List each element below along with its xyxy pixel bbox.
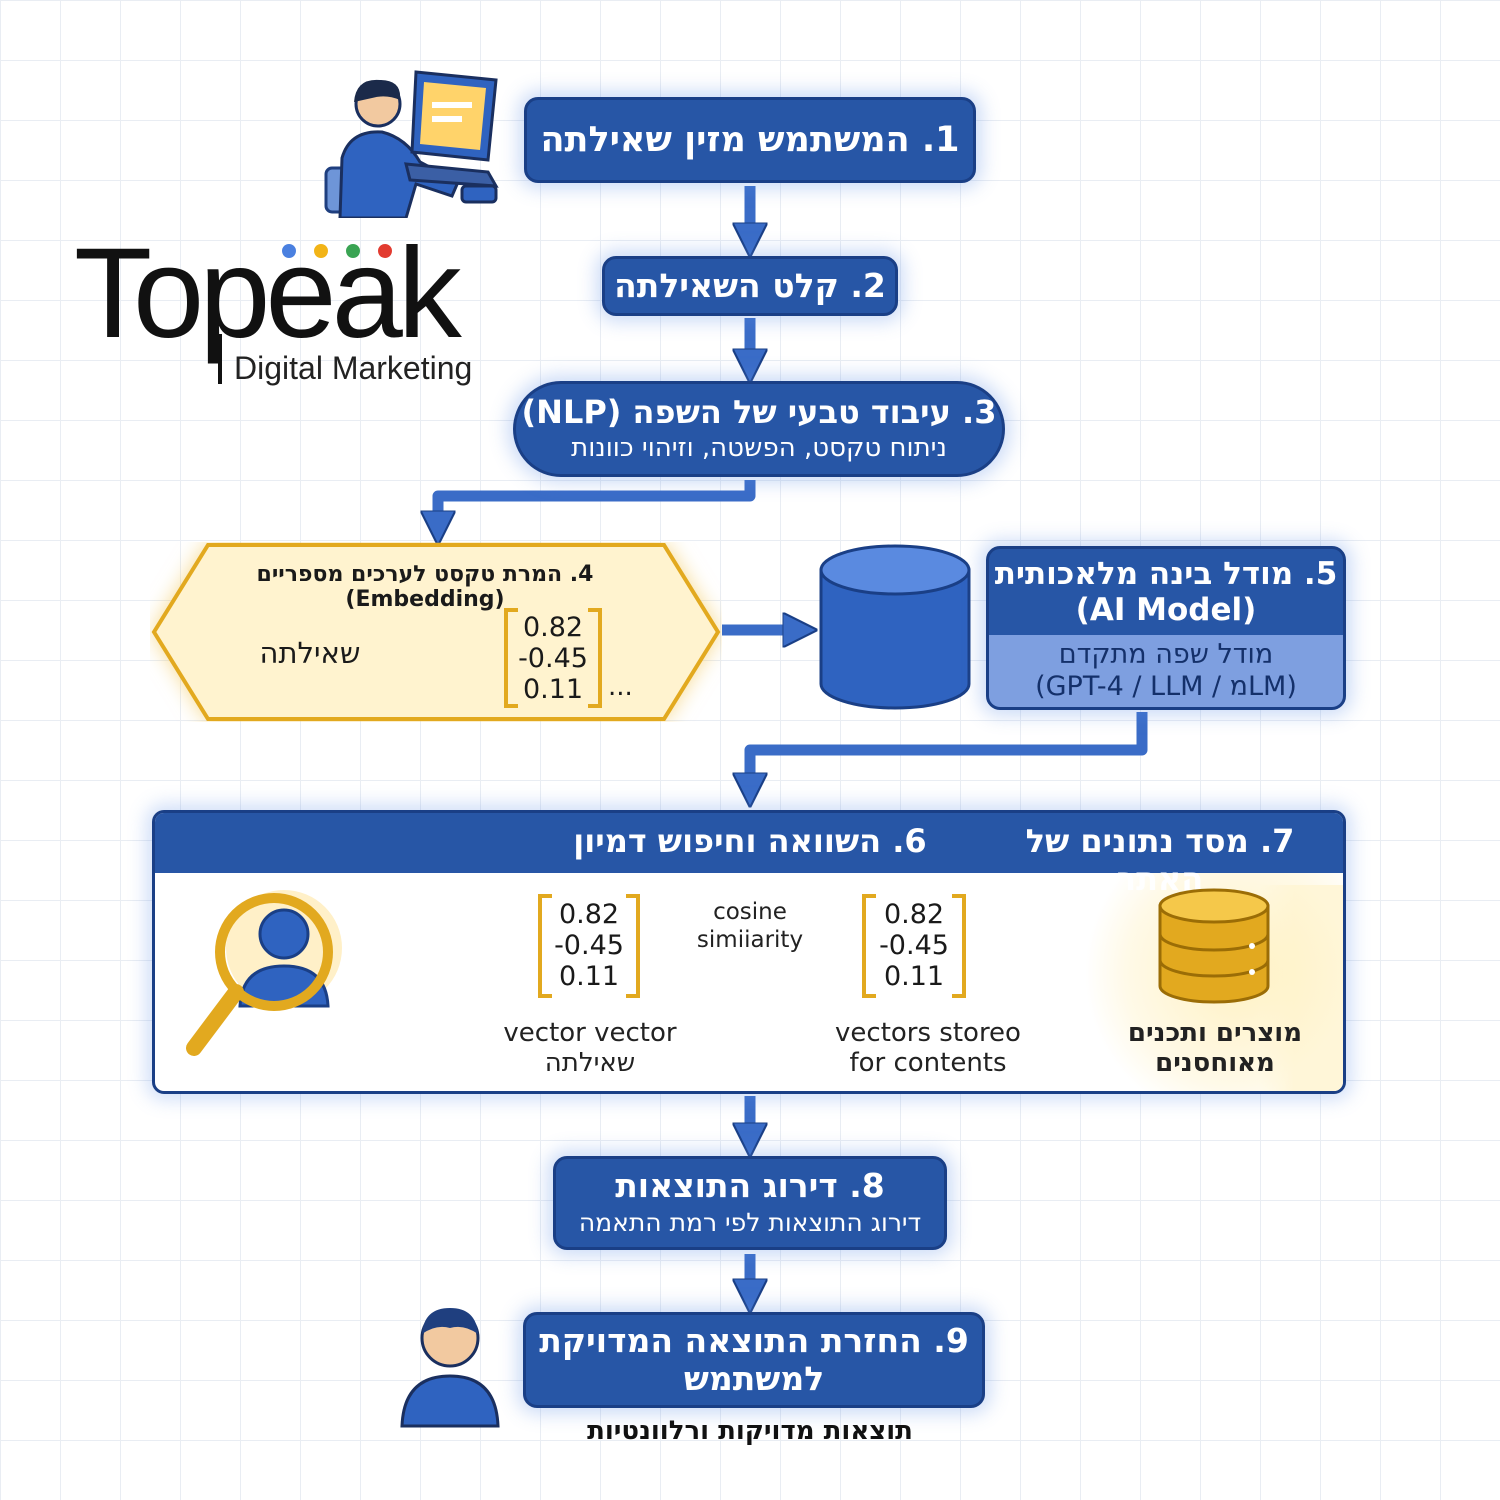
stored-vector-value: 0.82 [883, 899, 945, 930]
stored-vector-value: -0.45 [879, 930, 949, 961]
storage-caption: מוצרים ותכנים מאוחסנים [1110, 1018, 1320, 1078]
step-3-subtitle: ניתוח טקסט, הפשטה, וזיהוי כוונות [571, 433, 947, 463]
cosine-similarity-line2: simiiarity [696, 927, 804, 953]
arrow-3-4 [438, 480, 756, 528]
step-2-box: 2. קלט השאילתה [602, 256, 898, 316]
query-vector-caption-line1: vector vector [503, 1018, 677, 1048]
gold-database-icon [1158, 888, 1270, 1004]
step-4-hexagon [151, 543, 721, 721]
logo-dot-yellow [314, 244, 328, 258]
step-7-title: 7. מסד נתונים של האתר [1025, 822, 1295, 898]
cosine-similarity-line1: cosine [713, 899, 787, 925]
step-4-query-word: שאילתה [259, 636, 361, 670]
step-4-vector: 0.82 -0.45 0.11 [504, 608, 602, 708]
stored-vector-caption: vectors storeo for contents [816, 1018, 1040, 1078]
stored-vector-value: 0.11 [883, 961, 945, 992]
query-vector-value: -0.45 [554, 930, 624, 961]
user-at-laptop-icon [324, 70, 499, 218]
query-vector-caption: vector vector שאילתה [500, 1018, 680, 1078]
step-4-vector-value: 0.82 [522, 612, 584, 643]
logo-dot-red [378, 244, 392, 258]
step-1-title: 1. המשתמש מזין שאילתה [540, 120, 960, 160]
stored-vector: 0.82 -0.45 0.11 [862, 894, 966, 998]
step-5-title-line2: (AI Model) [1075, 592, 1257, 628]
step-2-title: 2. קלט השאילתה [614, 266, 886, 305]
compare-panel-header [155, 813, 1343, 873]
step-3-title: 3. עיבוד טבעי של השפה (NLP) [521, 393, 997, 431]
step-9-box: 9. החזרת התוצאה המדויקת למשתמש [523, 1312, 985, 1408]
logo-wordmark: Topeak [74, 222, 462, 365]
step-8-subtitle: דירוג התוצאות לפי רמת התאמה [578, 1208, 922, 1237]
step-5-header: 5. מודל בינה מלאכותית (AI Model) [989, 549, 1343, 635]
step-9-title-line2: למשתמש [683, 1359, 825, 1398]
step-3-box: 3. עיבוד טבעי של השפה (NLP) ניתוח טקסט, … [513, 381, 1005, 477]
step-5-box: 5. מודל בינה מלאכותית (AI Model) מודל שפ… [986, 546, 1346, 710]
arrow-5-6 [750, 712, 1148, 790]
query-vector-value: 0.11 [558, 961, 620, 992]
step-9-caption: תוצאות מדויקות ורלוונטיות [587, 1416, 913, 1446]
database-cylinder-icon [819, 544, 971, 710]
logo-stem [218, 334, 222, 384]
logo-dots [282, 244, 402, 264]
query-vector-value: 0.82 [558, 899, 620, 930]
logo-dot-blue [282, 244, 296, 258]
user-search-magnifier-icon [186, 890, 342, 1056]
storage-caption-line2: מאוחסנים [1155, 1048, 1275, 1078]
brand-logo: Topeak Digital Marketing [74, 230, 504, 398]
step-5-sub-line1: מודל שפה מתקדם [1058, 639, 1274, 670]
step-5-sub-line2: (LMמ / GPT-4 / LLM) [1035, 671, 1297, 702]
step-4-vector-value: 0.11 [522, 674, 584, 705]
step-5-title-line1: 5. מודל בינה מלאכותית [994, 556, 1338, 592]
query-vector-caption-line2: שאילתה [544, 1048, 636, 1078]
step-8-box: 8. דירוג התוצאות דירוג התוצאות לפי רמת ה… [553, 1156, 947, 1250]
user-avatar-icon [400, 1308, 500, 1428]
stored-vector-caption-line2: for contents [849, 1048, 1007, 1078]
query-vector: 0.82 -0.45 0.11 [538, 894, 640, 998]
step-5-body: מודל שפה מתקדם (LMמ / GPT-4 / LLM) [989, 635, 1343, 707]
cosine-similarity-label: cosine simiiarity [670, 898, 830, 954]
logo-dot-green [346, 244, 360, 258]
storage-caption-line1: מוצרים ותכנים [1127, 1018, 1303, 1048]
step-1-box: 1. המשתמש מזין שאילתה [524, 97, 976, 183]
step-4-vector-value: -0.45 [518, 643, 588, 674]
logo-tagline: Digital Marketing [234, 350, 473, 386]
stored-vector-caption-line1: vectors storeo [835, 1018, 1021, 1048]
step-8-title: 8. דירוג התוצאות [615, 1166, 885, 1205]
step-4-ellipsis: ... [608, 672, 633, 702]
step-4-title: 4. המרת טקסט לערכים מספריים (Embedding) [256, 562, 594, 612]
step-9-title-line1: 9. החזרת התוצאה המדויקת [539, 1321, 969, 1360]
step-6-title: 6. השוואה וחיפוש דמיון [573, 822, 927, 860]
